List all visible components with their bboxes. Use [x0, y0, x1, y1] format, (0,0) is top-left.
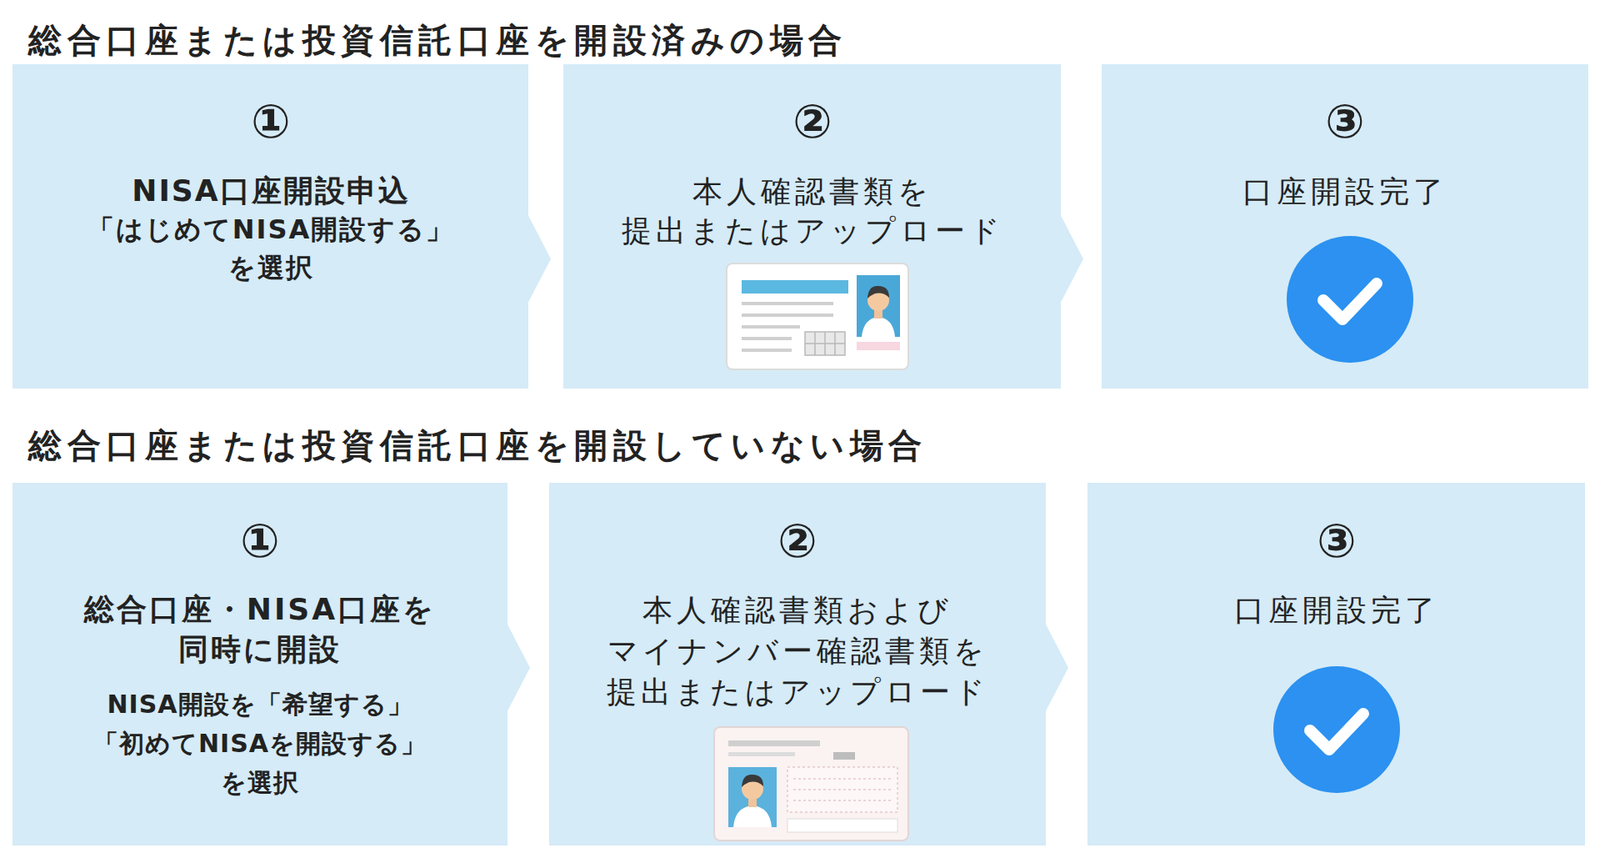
step-box: ② 本人確認書類および マイナンバー確認書類を 提出またはアップロード [549, 482, 1046, 845]
mynumber-card-illustration [714, 726, 909, 840]
step-number: ③ [1253, 513, 1420, 569]
chevron-arrow [507, 624, 530, 711]
check-icon [1286, 235, 1414, 363]
arrow-head [1045, 624, 1069, 711]
section-heading: 総合口座または投資信託口座を開設していない場合 [28, 425, 928, 465]
step-number: ① [187, 94, 355, 150]
step-text: 本人確認書類および マイナンバー確認書類を 提出またはアップロード [593, 589, 1002, 712]
arrow-head [1060, 215, 1084, 302]
step-box: ③ 口座開設完了 [1101, 64, 1589, 389]
step-number: ② [729, 94, 896, 150]
chevron-arrow [1045, 624, 1069, 711]
step-number: ② [714, 513, 881, 569]
step-box: ① 総合口座・NISA口座を 同時に開設 NISA開設を「希望する」 「初めてNIS… [12, 482, 508, 845]
step-box: ① NISA口座開設申込「はじめてNISA開設する」 を選択 [12, 64, 529, 389]
step-text: 総合口座・NISA口座を 同時に開設 [64, 589, 456, 670]
step-text: NISA開設を「希望する」 「初めてNISAを開設する」 を選択 [68, 684, 452, 802]
step-number: ③ [1261, 94, 1429, 150]
id-card-illustration [726, 263, 909, 370]
chevron-arrow [1060, 215, 1084, 302]
arrow-head [528, 215, 551, 302]
step-text: 「はじめてNISA開設する」 を選択 [70, 210, 471, 287]
step-text: NISA口座開設申込 [37, 171, 505, 210]
step-box: ② 本人確認書類を 提出またはアップロード [563, 64, 1061, 389]
step-text: 本人確認書類を 提出またはアップロード [604, 171, 1021, 250]
step-box: ③ 口座開設完了 [1087, 482, 1585, 845]
check-icon [1273, 665, 1400, 793]
section-heading: 総合口座または投資信託口座を開設済みの場合 [28, 20, 848, 60]
step-number: ① [176, 513, 344, 569]
step-text: 口座開設完了 [1178, 171, 1512, 211]
arrow-head [507, 624, 530, 711]
step-text: 口座開設完了 [1170, 589, 1504, 630]
chevron-arrow [528, 215, 551, 302]
